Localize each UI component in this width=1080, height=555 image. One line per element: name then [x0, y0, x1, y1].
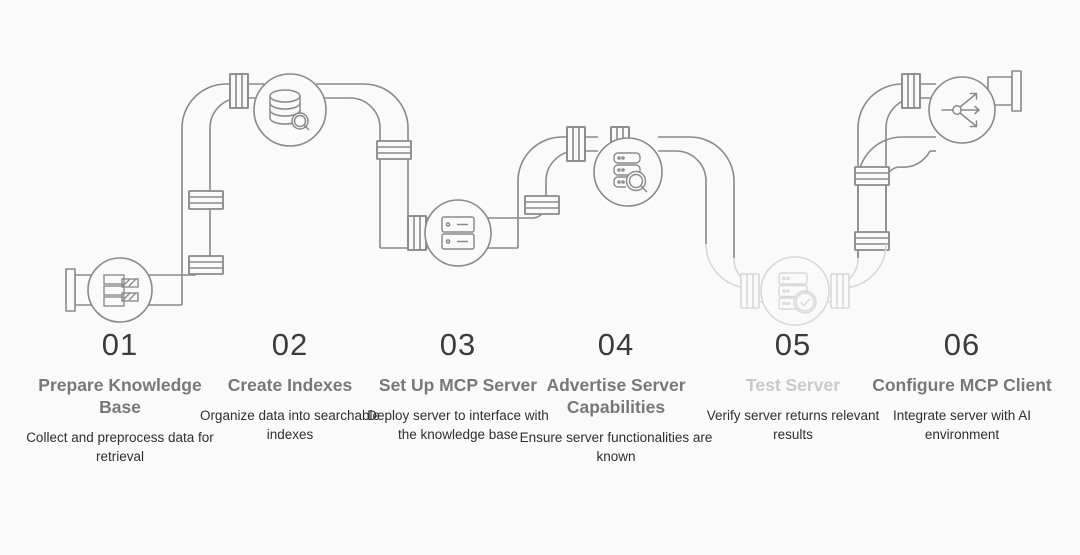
step-title: Create Indexes	[227, 375, 353, 395]
step-description: Collect and preprocess data for retrieva…	[26, 430, 214, 464]
step-description: Organize data into searchable indexes	[199, 408, 381, 442]
step-column-2: 02 Create Indexes Organize data into sea…	[190, 328, 390, 444]
step-number: 04	[597, 327, 635, 362]
step-number: 06	[943, 327, 981, 362]
step-description: Integrate server with AI environment	[892, 408, 1032, 442]
pipe-segment-4-5	[658, 136, 735, 258]
step-title: Set Up MCP Server	[378, 375, 538, 395]
pipe-segment-6-top	[854, 73, 936, 258]
pipe-segment-1-2	[148, 73, 264, 306]
database-search-icon	[269, 89, 310, 131]
server-check-icon	[778, 272, 817, 314]
node-circle-5	[760, 256, 830, 326]
step-number: 01	[101, 327, 139, 362]
step-column-5: 05 Test Server Verify server returns rel…	[693, 328, 893, 444]
step-title: Advertise Server Capabilities	[546, 375, 686, 417]
node-circle-1	[87, 257, 153, 323]
pipe-segment-2-3	[316, 83, 432, 251]
distribute-arrows-icon	[941, 92, 980, 128]
server-rack-icon	[441, 216, 475, 250]
step-column-1: 01 Prepare Knowledge Base Collect and pr…	[20, 328, 220, 466]
step-title: Prepare Knowledge Base	[38, 375, 202, 417]
step-description: Deploy server to interface with the know…	[367, 408, 549, 442]
step-number: 03	[439, 327, 477, 362]
step-number: 05	[774, 327, 812, 362]
node-circle-4	[593, 137, 663, 207]
node-circle-2	[253, 73, 327, 147]
node-circle-3	[424, 199, 492, 267]
step-number: 02	[271, 327, 309, 362]
pipe-segment-faded-step5	[705, 243, 887, 309]
step-title: Test Server	[745, 375, 841, 395]
step-column-4: 04 Advertise Server Capabilities Ensure …	[516, 328, 716, 466]
step-column-6: 06 Configure MCP Client Integrate server…	[862, 328, 1062, 444]
step-description: Verify server returns relevant results	[706, 408, 880, 442]
server-search-icon	[613, 152, 648, 193]
step-title: Configure MCP Client	[872, 375, 1052, 395]
step-column-3: 03 Set Up MCP Server Deploy server to in…	[358, 328, 558, 444]
data-stack-icon	[103, 274, 139, 307]
pipe-segment-3-4	[484, 126, 598, 249]
step-description: Ensure server functionalities are known	[519, 430, 713, 464]
node-circle-6	[928, 76, 996, 144]
